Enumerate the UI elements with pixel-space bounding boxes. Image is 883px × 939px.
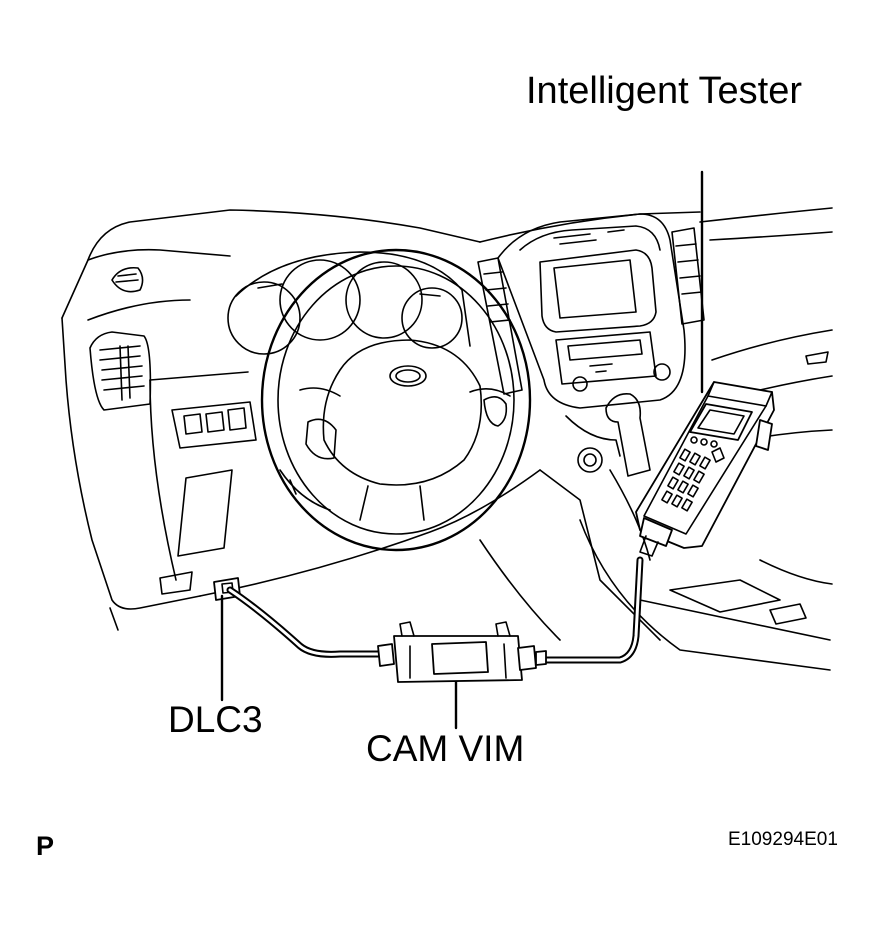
center-console [477,213,831,671]
cam-vim-label: CAM VIM [366,728,525,769]
tester-keypad [661,447,725,512]
intelligent-tester-label: Intelligent Tester [526,70,803,112]
cable-dlc3-to-vim [226,586,384,658]
figure-code: E109294E01 [728,829,838,850]
cable-vim-to-tester [536,556,644,664]
page-marker: P [36,831,55,861]
dlc3-label: DLC3 [168,699,263,740]
steering-wheel [260,248,532,552]
cam-vim-module [377,621,547,683]
dashboard-outline [61,207,833,631]
instrument-cluster [227,251,471,355]
intelligent-tester-device [635,381,775,557]
